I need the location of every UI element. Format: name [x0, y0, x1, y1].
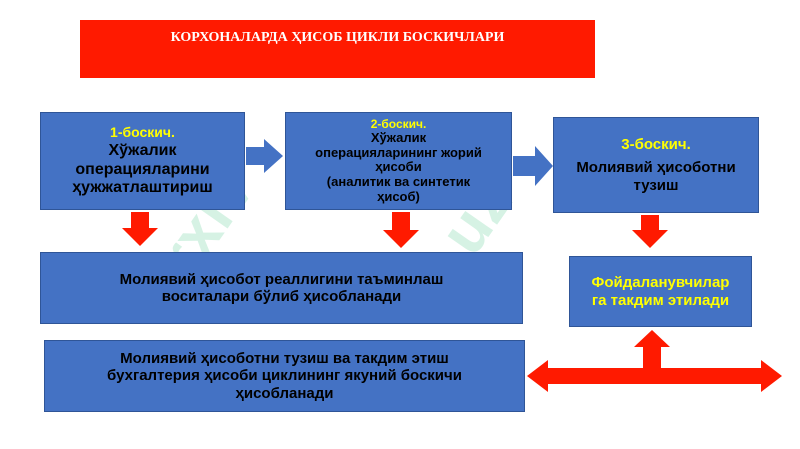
step2-line3: ҳисоби	[375, 159, 422, 175]
reliability-line2: воситалари бўлиб ҳисобланади	[161, 288, 402, 305]
step3-label: 3-боскич.	[621, 136, 691, 154]
users-line2: га такдим этилади	[591, 291, 730, 309]
reliability-line1: Молиявий ҳисобот реаллигини таъминлаш	[119, 270, 444, 288]
final-line1: Молиявий ҳисоботни тузиш ва такдим этиш	[120, 350, 449, 368]
step1-line3: ҳужжатлаштириш	[72, 179, 213, 197]
step3-box: 3-боскич. Молиявий ҳисоботни тузиш	[553, 117, 759, 213]
step2-label: 2-боскич.	[370, 116, 427, 131]
final-line3: ҳисобланади	[235, 384, 334, 402]
arrow-right-icon	[246, 139, 283, 173]
step1-box: 1-боскич. Хўжалик операцияларини ҳужжатл…	[40, 112, 245, 210]
reliability-box: Молиявий ҳисобот реаллигини таъминлаш во…	[40, 252, 523, 324]
step1-line1: Хўжалик	[108, 142, 177, 160]
step2-box: 2-боскич. Хўжалик операцияларининг жорий…	[285, 112, 512, 210]
page-title: КОРХОНАЛАРДА ҲИСОБ ЦИКЛИ БОСКИЧЛАРИ	[80, 20, 595, 78]
arrow-right-icon	[513, 146, 553, 186]
arrow-up-icon	[634, 330, 670, 368]
step3-line2: тузиш	[633, 176, 679, 194]
step1-line2: операцияларини	[75, 160, 210, 178]
users-line1: Фойдаланувчилар	[591, 274, 730, 292]
arrow-down-icon	[383, 212, 419, 248]
step1-label: 1-боскич.	[110, 124, 175, 141]
step2-line1: Хўжалик	[370, 130, 427, 146]
arrow-down-icon	[122, 212, 158, 246]
step2-line4: (аналитик ва синтетик	[326, 173, 471, 189]
arrow-down-icon	[632, 215, 668, 248]
step2-line5: ҳисоб)	[377, 188, 420, 204]
step2-line2: операцияларининг жорий	[315, 144, 482, 160]
users-box: Фойдаланувчилар га такдим этилади	[569, 256, 752, 327]
double-arrow-icon	[527, 360, 782, 392]
step3-line1: Молиявий ҳисоботни	[576, 159, 736, 177]
final-line2: бухгалтерия ҳисоби циклининг якуний боск…	[107, 367, 462, 385]
final-box: Молиявий ҳисоботни тузиш ва такдим этиш …	[44, 340, 525, 412]
